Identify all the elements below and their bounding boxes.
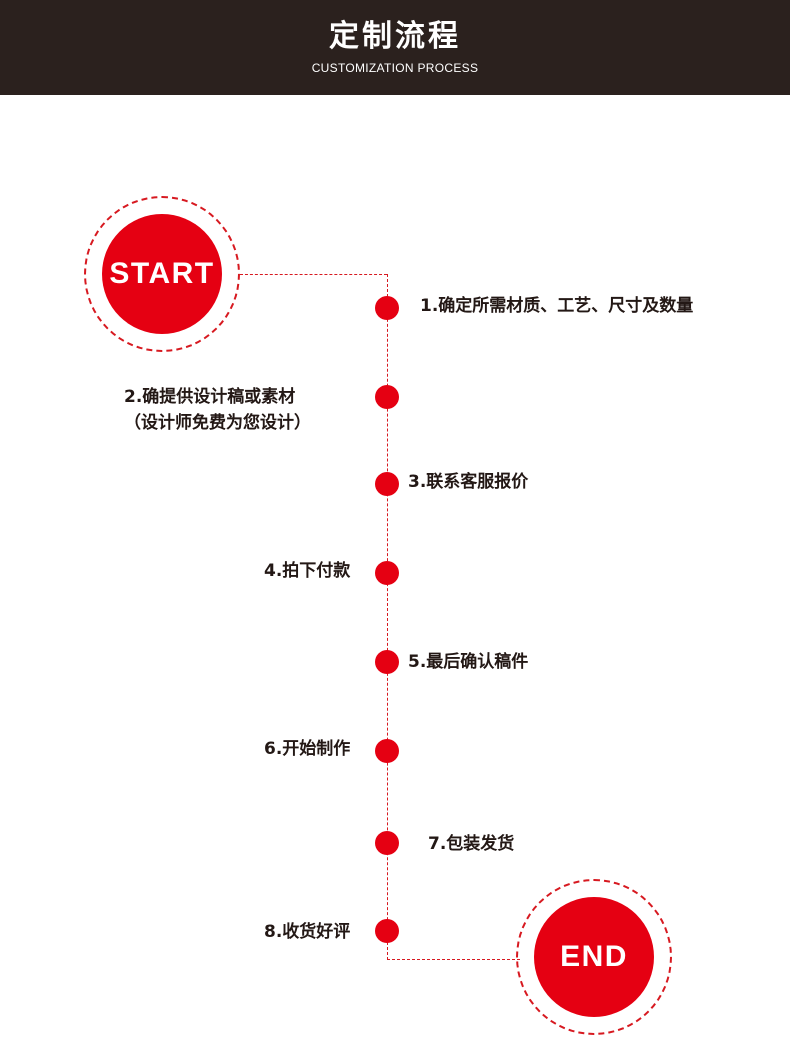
step-1-label: 1.确定所需材质、工艺、尺寸及数量	[420, 296, 694, 316]
step-dot-3	[375, 472, 399, 496]
step-dot-2	[375, 385, 399, 409]
start-badge: START	[102, 214, 222, 334]
step-7-label: 7.包装发货	[428, 834, 515, 854]
step-dot-7	[375, 831, 399, 855]
timeline-line	[387, 274, 388, 960]
page-header: 定制流程 CUSTOMIZATION PROCESS	[0, 0, 790, 95]
step-dot-8	[375, 919, 399, 943]
start-ring	[84, 196, 240, 352]
step-4-label: 4.拍下付款	[264, 561, 351, 581]
end-connector	[387, 959, 520, 960]
page-title: 定制流程	[329, 19, 461, 54]
end-ring	[516, 879, 672, 1035]
step-8-label: 8.收货好评	[264, 922, 351, 942]
step-dot-5	[375, 650, 399, 674]
page-subtitle: CUSTOMIZATION PROCESS	[311, 61, 479, 75]
end-badge: END	[534, 897, 654, 1017]
start-connector	[240, 274, 387, 275]
step-2-label: 2.确提供设计稿或素材 （设计师免费为您设计）	[124, 384, 311, 436]
step-6-label: 6.开始制作	[264, 739, 351, 759]
step-dot-4	[375, 561, 399, 585]
step-dot-1	[375, 296, 399, 320]
step-2-line2: （设计师免费为您设计）	[124, 413, 311, 433]
step-3-label: 3.联系客服报价	[408, 472, 529, 492]
step-5-label: 5.最后确认稿件	[408, 652, 529, 672]
step-dot-6	[375, 739, 399, 763]
step-2-line1: 2.确提供设计稿或素材	[124, 387, 296, 407]
